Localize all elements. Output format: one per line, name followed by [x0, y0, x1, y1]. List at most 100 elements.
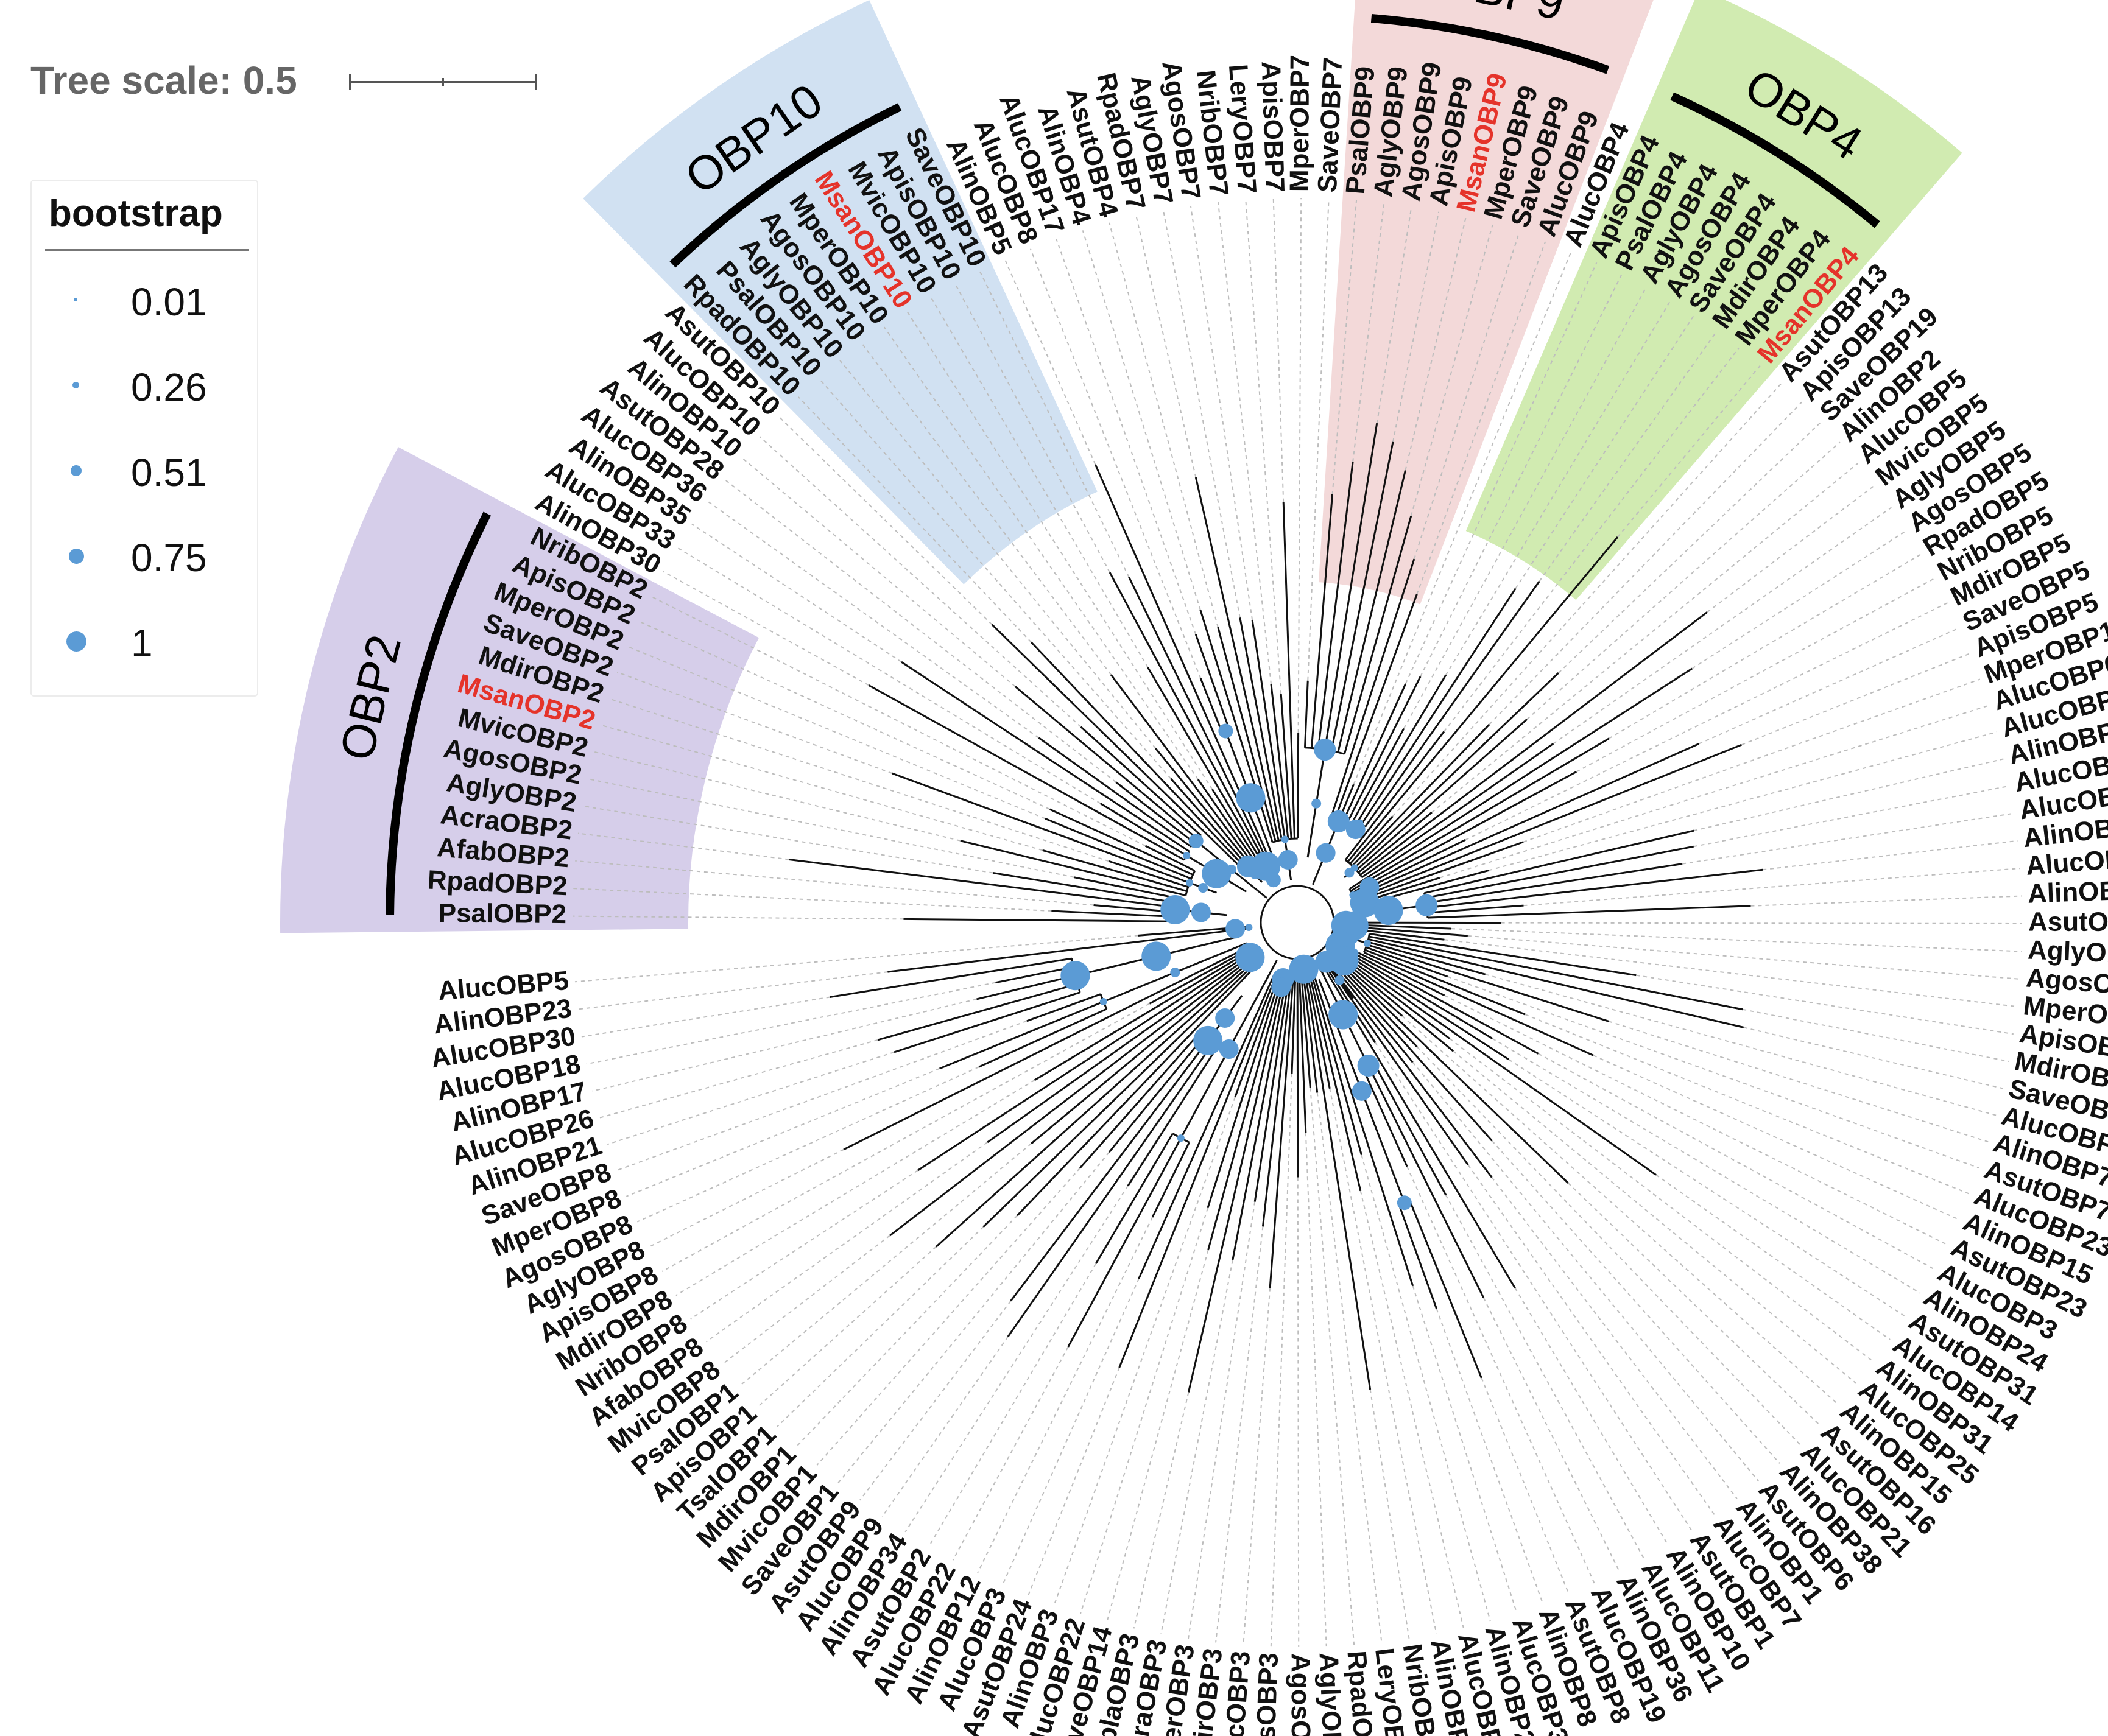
leaf-guide [1523, 868, 2020, 907]
root-ring [1260, 885, 1335, 960]
branch [1079, 1033, 1200, 1169]
branch [1356, 719, 1528, 871]
leaf-guide [1004, 259, 1096, 465]
bootstrap-dot [1334, 975, 1345, 985]
branch [1010, 1040, 1209, 1302]
leaf-guide [741, 457, 1016, 687]
branch [1344, 960, 1454, 1052]
branch [1110, 674, 1253, 863]
leaf-guide [1002, 1278, 1140, 1585]
leaf-guide [759, 436, 1082, 728]
leaf-guide [1481, 1377, 1570, 1595]
leaf-guide [1453, 1050, 1857, 1384]
leaf-guide [705, 1142, 988, 1343]
bootstrap-dots [1060, 723, 1438, 1211]
branch [1426, 863, 1683, 904]
leaf-guide [1403, 287, 1647, 729]
leaf-guide [691, 523, 902, 663]
branch [887, 927, 1249, 973]
leaf-guide [1698, 627, 1960, 745]
branch [1353, 728, 1405, 820]
branch [1038, 737, 1193, 848]
leaf-guide [616, 671, 892, 774]
leaf-guide [577, 832, 789, 860]
leaf-guide [1436, 1309, 1544, 1604]
leaf-guide [1489, 731, 1997, 871]
leaf-guide [1508, 1059, 1906, 1318]
leaf-guide [1297, 1177, 1300, 1647]
leaf-guide [739, 1143, 1032, 1386]
branch [939, 1000, 1104, 1070]
leaf-guide [724, 478, 1116, 783]
branch [1361, 588, 1517, 825]
leaf-guide [1109, 222, 1219, 628]
branch [917, 948, 1257, 1172]
bootstrap-dot [1289, 954, 1319, 984]
bootstrap-dot [1352, 1081, 1372, 1101]
legend-item: 1 [32, 613, 257, 668]
branch [843, 943, 1255, 1151]
bootstrap-dot [1198, 883, 1208, 893]
bootstrap-dot [1186, 879, 1194, 887]
leaf-guide [1501, 922, 2022, 924]
branch [1326, 960, 1493, 1178]
legend-dot [72, 382, 79, 388]
leaf-guide [1439, 705, 1989, 879]
branch [1355, 743, 1743, 901]
leaf-guide [1451, 928, 2022, 952]
leaf-guide [954, 283, 1110, 573]
leaf-guide [608, 697, 1110, 862]
branch [1356, 674, 1447, 823]
branch [1364, 580, 1540, 828]
leaf-label: ApisOBP7 [1256, 61, 1290, 193]
branch [1348, 667, 1693, 890]
branch [1042, 849, 1188, 893]
leaf-guide [977, 1217, 1154, 1573]
branch [1363, 951, 1594, 1056]
leaf-guide [1416, 1046, 1801, 1445]
branch [987, 950, 1258, 1144]
branch [1359, 611, 1708, 876]
leaf-guide [1467, 935, 2020, 980]
clade-highlight-obp10 [583, 0, 1098, 585]
leaf-guide [1215, 1226, 1264, 1643]
legend-item: 0.01 [32, 272, 257, 327]
leaf-guide [626, 1067, 940, 1197]
tree-branches [789, 423, 1763, 1393]
leaf-guide [1750, 895, 2022, 907]
branch [1344, 515, 1412, 754]
leaf-guide [1420, 274, 1623, 677]
leaf-guide [1353, 251, 1572, 785]
branch [1297, 733, 1300, 838]
branch [1118, 976, 1277, 1368]
branch [1330, 558, 1415, 819]
branch [993, 872, 1177, 904]
branch [1138, 975, 1275, 1279]
leaf-guide [1190, 205, 1253, 620]
leaf-guide [1310, 1088, 1355, 1645]
branch [1339, 966, 1418, 1048]
bootstrap-dot [1060, 961, 1090, 991]
branch [1034, 946, 1257, 1081]
bootstrap-dot [1373, 896, 1403, 926]
leaf-guide [1449, 1038, 1874, 1363]
branch [991, 624, 1245, 871]
branch [1109, 860, 1189, 888]
leaf-label: PsalOBP2 [439, 898, 567, 929]
bootstrap-dot [1328, 1000, 1358, 1030]
leaf-guide [1707, 484, 1876, 613]
bootstrap-dot [1141, 941, 1171, 971]
leaf-guide [1525, 1014, 1970, 1195]
leaf-guide [1297, 198, 1302, 733]
legend-label: 1 [131, 621, 153, 665]
branch [1239, 617, 1283, 840]
clade-arc-obp2 [386, 511, 492, 915]
branch [1348, 955, 1509, 1061]
clade-arc-obp9 [1370, 13, 1610, 74]
leaf-guide [776, 1226, 984, 1428]
bootstrap-dot [1397, 1195, 1412, 1211]
leaf-guide [1106, 1249, 1209, 1622]
leaf-guide [663, 571, 869, 686]
bootstrap-dot [1235, 943, 1265, 972]
leaf-guide [1514, 1288, 1669, 1545]
